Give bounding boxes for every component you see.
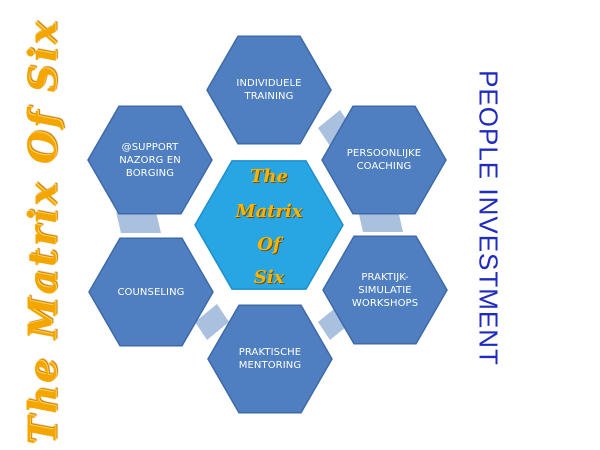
hexagon-label-praktische-mentoring: PRAKTISCHE MENTORING bbox=[238, 347, 302, 371]
hexagon-persoonlijke-coaching bbox=[321, 105, 447, 215]
center-title-line: Matrix bbox=[235, 201, 303, 222]
hexagon-label-counseling: COUNSELING bbox=[117, 286, 185, 298]
connector-bar bbox=[195, 304, 229, 340]
hexagon-praktijk-simulatie-workshops bbox=[322, 235, 448, 345]
hexagon-counseling bbox=[88, 237, 214, 347]
side-subtitle: PEOPLE INVESTMENT bbox=[473, 70, 504, 366]
hexagon-praktische-mentoring bbox=[207, 304, 333, 414]
hexagon-support-nazorg-borging bbox=[87, 105, 213, 215]
hexagon-label-praktijk-simulatie-workshops: PRAKTIJK- SIMULATIE WORKSHOPS bbox=[351, 271, 419, 309]
hexagon-label-persoonlijke-coaching: PERSOONLIJKE COACHING bbox=[346, 148, 422, 172]
connector-bar bbox=[358, 210, 403, 232]
hexagon-label-individuele-training: INDIVIDUELE TRAINING bbox=[236, 78, 302, 102]
center-hexagon bbox=[194, 160, 344, 290]
hexagon-label-support-nazorg-borging: @SUPPORT NAZORG EN BORGING bbox=[119, 141, 181, 179]
center-title-line: Of bbox=[257, 234, 281, 255]
center-title-line: The bbox=[250, 166, 288, 187]
connector-bar bbox=[116, 212, 161, 233]
connector-bar bbox=[318, 110, 352, 146]
side-title: The Matrix Of Six bbox=[19, 18, 65, 446]
hexagon-individuele-training bbox=[206, 35, 332, 145]
center-title-line: Six bbox=[253, 267, 285, 288]
